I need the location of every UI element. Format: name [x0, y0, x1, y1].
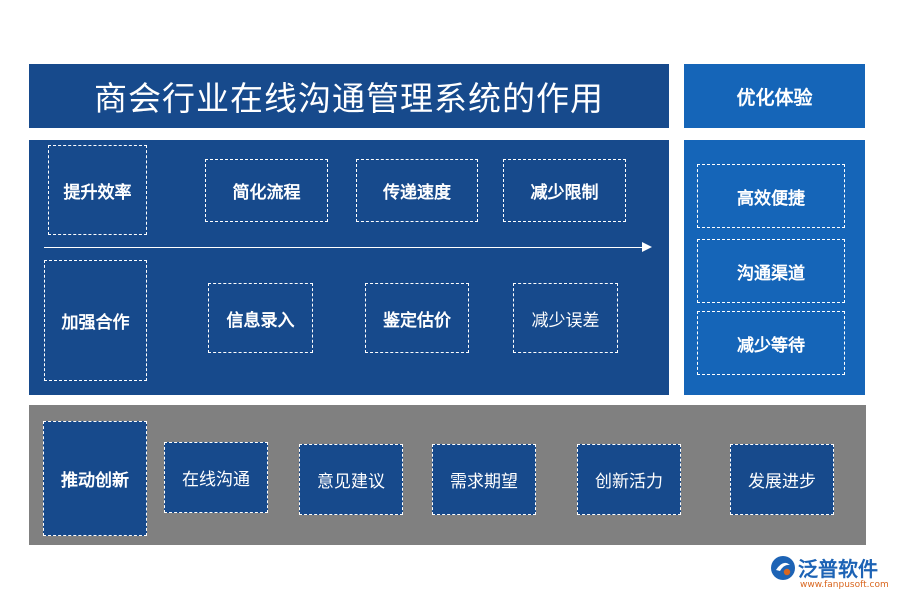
side-item-3: 减少等待	[697, 311, 845, 375]
bottom-item-3: 需求期望	[432, 444, 536, 515]
side-header: 优化体验	[684, 64, 865, 128]
row1-item-2: 传递速度	[356, 159, 478, 222]
row1-item-3: 减少限制	[503, 159, 626, 222]
row1-label-box: 提升效率	[48, 145, 147, 235]
logo-mark-icon	[771, 556, 795, 580]
side-panel	[684, 140, 865, 395]
side-item-1: 高效便捷	[697, 164, 845, 228]
bottom-item-1: 在线沟通	[164, 442, 268, 513]
bottom-label-box: 推动创新	[43, 421, 147, 536]
row1-item-1: 简化流程	[205, 159, 328, 222]
row2-label-box: 加强合作	[44, 260, 147, 381]
row2-item-1: 信息录入	[208, 283, 313, 353]
flow-arrow-head	[642, 242, 652, 252]
logo-url: www.fanpusoft.com	[800, 580, 889, 590]
bottom-item-5: 发展进步	[730, 444, 834, 515]
bottom-item-4: 创新活力	[577, 444, 681, 515]
side-item-2: 沟通渠道	[697, 239, 845, 303]
brand-logo: 泛普软件 www.fanpusoft.com	[770, 553, 895, 595]
bottom-item-2: 意见建议	[299, 444, 403, 515]
row2-item-2: 鉴定估价	[365, 283, 469, 353]
row2-item-3: 减少误差	[513, 283, 618, 353]
flow-arrow-line	[44, 247, 646, 248]
logo-name: 泛普软件	[798, 557, 878, 581]
page-title: 商会行业在线沟通管理系统的作用	[29, 64, 669, 128]
